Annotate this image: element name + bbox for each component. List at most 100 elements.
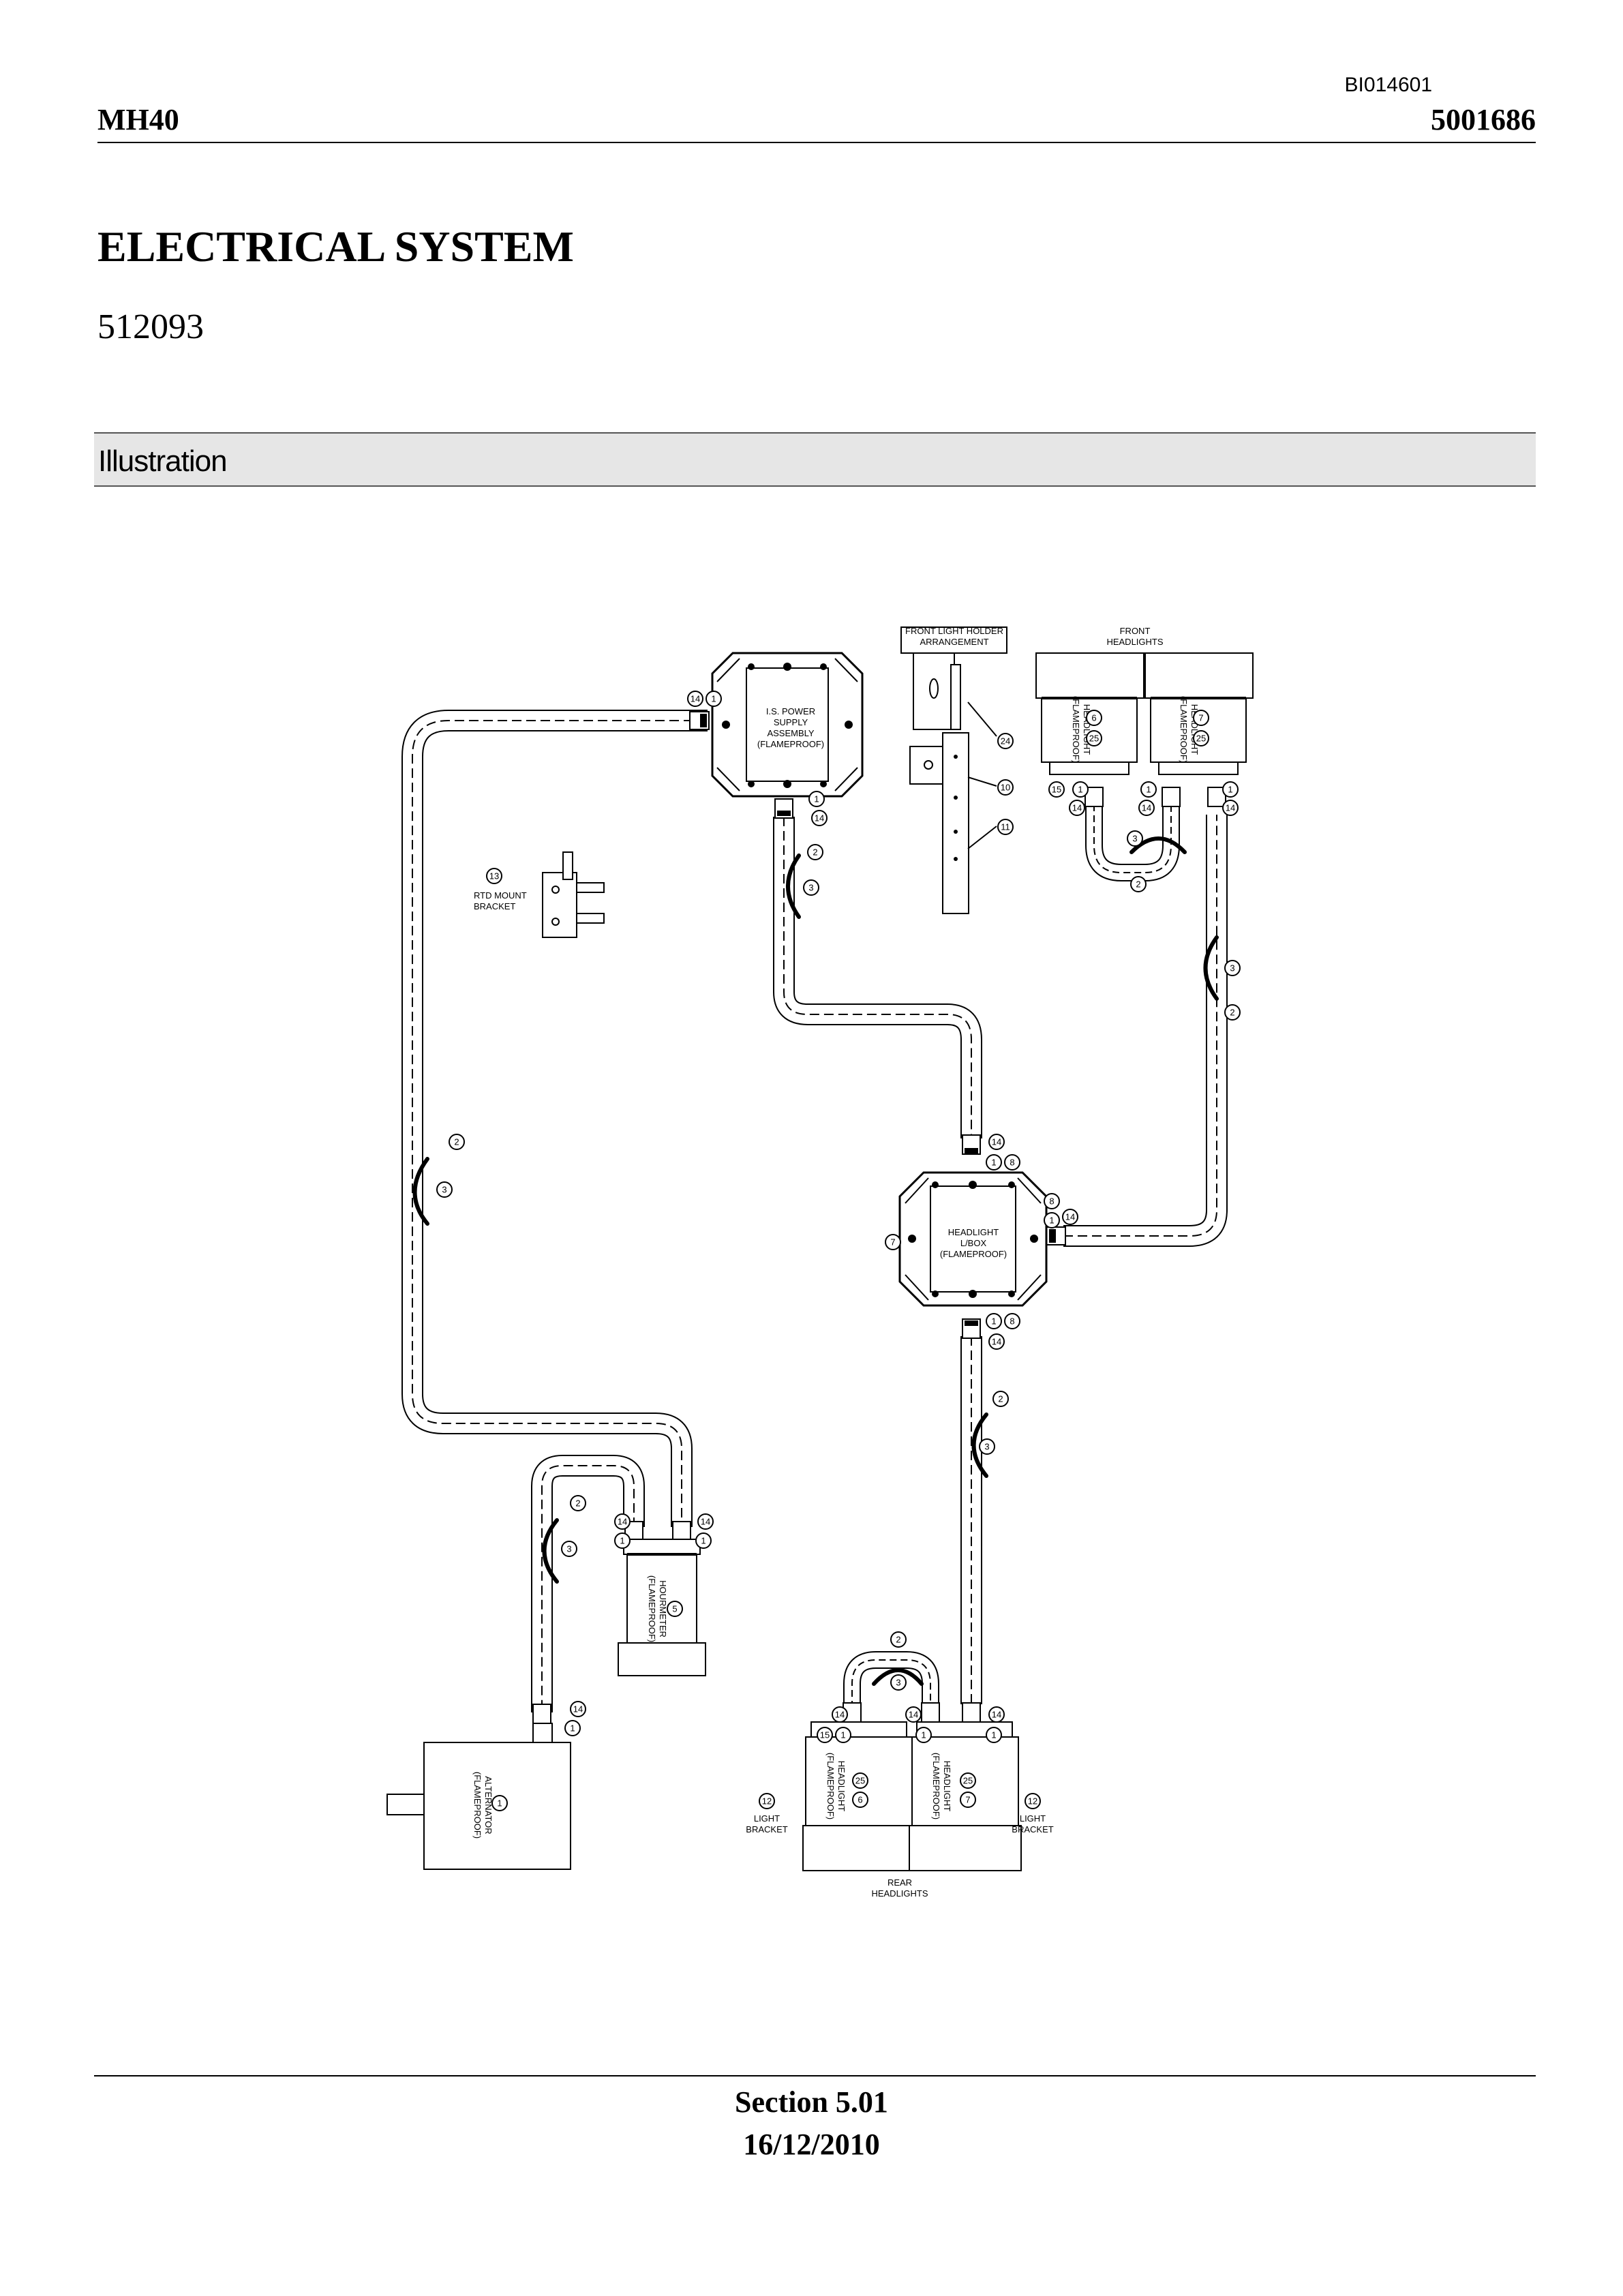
label-flh-1: FRONT LIGHT HOLDER	[905, 626, 1003, 636]
callout-2: 2	[575, 1498, 580, 1509]
callout-15: 15	[820, 1730, 830, 1740]
callout-1: 1	[814, 794, 819, 804]
callout-3: 3	[442, 1185, 446, 1195]
callout-15: 15	[1052, 785, 1061, 795]
callout-14: 14	[1065, 1212, 1075, 1222]
document-id: BI014601	[1344, 74, 1432, 96]
callout-1: 1	[921, 1730, 926, 1740]
label-flh-2: ARRANGEMENT	[920, 637, 988, 647]
callout-14: 14	[992, 1710, 1001, 1720]
callout-1: 1	[701, 1536, 706, 1546]
callout-8: 7	[890, 1237, 895, 1248]
callout-3: 3	[1230, 963, 1234, 973]
cable-front-headlight-link	[1085, 804, 1180, 881]
callouts: 14 1 1 14 2 3 24 10 11 6 25 7 25 15 1 14…	[436, 691, 1241, 1811]
cable-hourmeter-to-alternator	[531, 1455, 645, 1712]
label-rtd-1: RTD MOUNT	[474, 890, 527, 901]
label-lbl-1: LIGHT	[754, 1813, 780, 1824]
callout-9: 8	[1010, 1316, 1014, 1327]
page-title: ELECTRICAL SYSTEM	[97, 222, 574, 271]
callout-14: 14	[992, 1137, 1001, 1147]
callout-24: 25	[1089, 734, 1099, 744]
callout-3: 3	[896, 1678, 900, 1688]
alternator	[386, 1723, 571, 1870]
callout-24: 25	[1196, 734, 1206, 744]
label-alt-1: ALTERNATOR	[483, 1776, 494, 1834]
label-rhl-2: (FLAMEPROOF)	[825, 1753, 836, 1819]
is-power-supply-label: I.S. POWER SUPPLY ASSEMBLY (FLAMEPROOF)	[757, 706, 824, 749]
callout-1: 1	[991, 1158, 996, 1168]
callout-14: 14	[815, 813, 824, 824]
footer-date: 16/12/2010	[743, 2128, 880, 2161]
front-light-holder	[900, 626, 1007, 914]
label-fh-1: FRONT	[1120, 626, 1151, 636]
label-hour-1: HOURMETER	[658, 1580, 668, 1637]
callout-1: 1	[570, 1723, 575, 1734]
callout-2: 2	[896, 1635, 900, 1645]
callout-9: 8	[1049, 1196, 1054, 1207]
headlight-lbox-label: HEADLIGHT L/BOX (FLAMEPROOF)	[940, 1227, 1007, 1259]
headlight-lbox	[898, 1171, 1048, 1307]
callout-3: 3	[808, 883, 813, 893]
label-fhr-2: (FLAMEPROOF)	[1179, 696, 1189, 763]
callout-5: 5	[672, 1604, 677, 1614]
callout-7: 7	[965, 1795, 970, 1805]
label-fhl-2: (FLAMEPROOF)	[1071, 696, 1081, 763]
label-rhr-1: HEADLIGHT	[942, 1761, 952, 1811]
callout-7: 7	[1198, 713, 1203, 723]
label-is-power-1: I.S. POWER	[766, 706, 815, 716]
callout-14: 14	[618, 1517, 627, 1527]
cable-lbox-to-front-headlight	[1063, 815, 1228, 1247]
label-lbox-2: L/BOX	[960, 1238, 987, 1248]
callout-11: 11	[1001, 822, 1010, 832]
callout-24: 25	[855, 1776, 865, 1786]
label-alt-2: (FLAMEPROOF)	[472, 1772, 483, 1839]
label-lbl-2: BRACKET	[746, 1824, 787, 1834]
callout-2: 2	[998, 1394, 1003, 1404]
label-rtd-2: BRACKET	[474, 901, 515, 911]
callout-12: 12	[1028, 1796, 1037, 1807]
callout-2: 2	[813, 847, 817, 858]
callout-14: 14	[1226, 803, 1235, 813]
callout-14: 14	[835, 1710, 845, 1720]
page-subtitle: 512093	[97, 307, 204, 346]
harness-cables	[401, 710, 1228, 1712]
callout-2: 2	[1136, 879, 1140, 890]
rear-headlights-label: REAR HEADLIGHTS	[871, 1877, 928, 1899]
page-header: MH40 5001686	[97, 102, 1536, 143]
callout-1: 1	[1049, 1215, 1054, 1226]
rtd-mount-bracket	[542, 851, 605, 938]
callout-1: 1	[620, 1536, 624, 1546]
front-headlight-right	[1144, 652, 1254, 775]
callout-9: 8	[1010, 1158, 1014, 1168]
callout-13: 13	[489, 871, 499, 881]
callout-3: 3	[566, 1544, 571, 1554]
callout-1: 1	[840, 1730, 845, 1740]
front-light-holder-label: FRONT LIGHT HOLDER ARRANGEMENT	[905, 626, 1003, 647]
callout-14: 14	[1072, 803, 1082, 813]
part-number: 5001686	[1431, 103, 1536, 136]
section-heading-bar: Illustration	[94, 432, 1536, 487]
label-lbr-1: LIGHT	[1020, 1813, 1046, 1824]
front-headlight-left	[1035, 652, 1144, 775]
callout-12: 12	[762, 1796, 772, 1807]
cable-power-to-lbox	[773, 817, 982, 1138]
callout-24: 25	[963, 1776, 973, 1786]
callout-6: 6	[858, 1795, 862, 1805]
label-is-power-2: SUPPLY	[774, 717, 808, 727]
light-bracket-right-label: LIGHT BRACKET	[1012, 1813, 1053, 1834]
callout-1: 1	[711, 694, 716, 704]
cable-rear-headlight-link	[843, 1651, 939, 1708]
callout-14: 14	[992, 1337, 1001, 1347]
callout-1: 1	[991, 1316, 996, 1327]
footer-section: Section 5.01	[735, 2085, 888, 2119]
label-lbox-1: HEADLIGHT	[948, 1227, 999, 1237]
front-headlights-label: FRONT HEADLIGHTS	[1106, 626, 1163, 647]
callout-1: 1	[1078, 785, 1082, 795]
label-rear-1: REAR	[888, 1877, 912, 1888]
callout-14: 14	[909, 1710, 918, 1720]
label-is-power-4: (FLAMEPROOF)	[757, 739, 824, 749]
callout-1: 1	[991, 1730, 996, 1740]
callout-14: 14	[701, 1517, 710, 1527]
